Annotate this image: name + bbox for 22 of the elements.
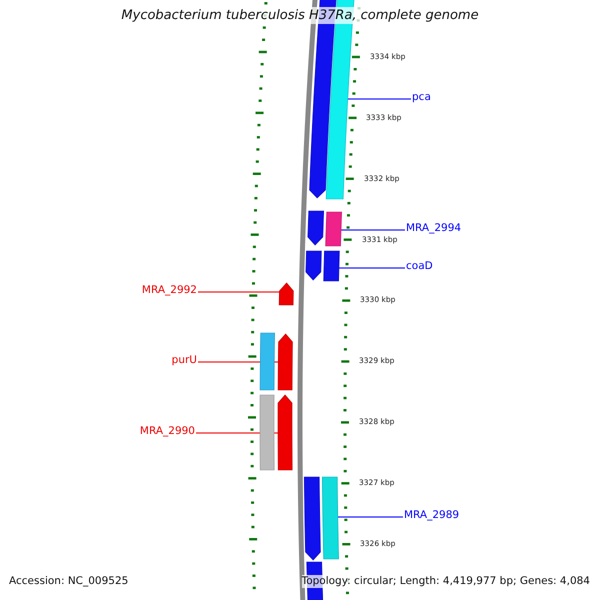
gene-feature — [278, 282, 294, 306]
gene-label: MRA_2994 — [406, 222, 462, 235]
leader-line — [347, 98, 412, 100]
gene-feature — [278, 334, 293, 390]
gene-label: MRA_2990 — [140, 425, 195, 438]
topology-text: Topology: circular; Length: 4,419,977 bp; Genes: 4,084 — [302, 575, 590, 588]
gene-label: MRA_2992 — [142, 284, 197, 297]
gene-feature — [260, 394, 275, 470]
gene-feature — [260, 332, 275, 390]
accession-text: Accession: NC_009525 — [9, 575, 128, 588]
gene-label: MRA_2989 — [404, 509, 460, 522]
gene-label: pca — [412, 91, 431, 104]
gene-feature — [323, 250, 340, 282]
gene-label: coaD — [406, 260, 433, 273]
leader-line — [337, 516, 404, 518]
gene-feature — [306, 250, 322, 280]
gene-feature — [304, 476, 321, 560]
gene-feature — [278, 394, 293, 470]
gene-feature — [308, 210, 324, 246]
gene-feature — [322, 476, 339, 560]
gene-feature — [325, 212, 342, 246]
gene-label: purU — [172, 354, 197, 367]
